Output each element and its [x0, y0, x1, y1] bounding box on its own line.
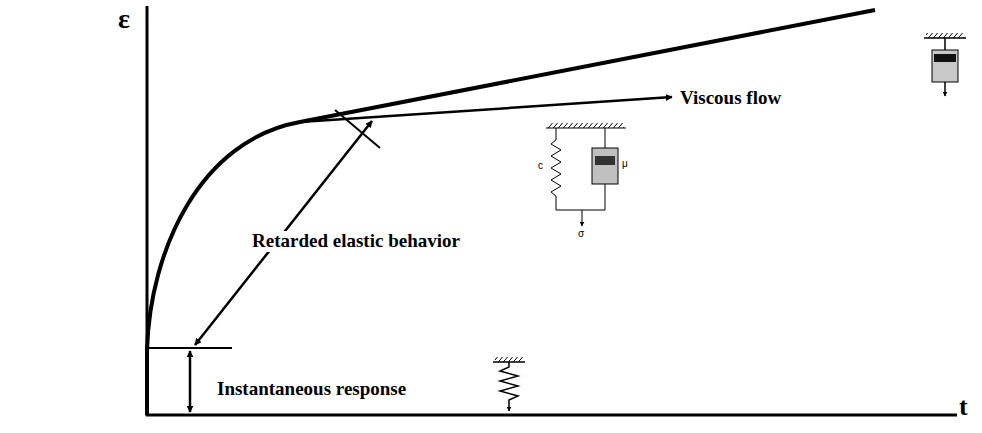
flow-arrow	[300, 97, 672, 122]
dimension-arrow	[189, 351, 192, 412]
region-label: Instantaneous response	[215, 379, 408, 400]
tick-line	[335, 110, 380, 148]
symbol-label: c	[538, 160, 543, 171]
time-axis	[146, 414, 968, 417]
kelvin-symbol	[546, 123, 626, 226]
creep-curve	[147, 10, 875, 415]
axis-label: ε	[116, 4, 132, 35]
symbol-label: μ	[622, 158, 628, 169]
axis-label: t	[957, 393, 970, 422]
tick-line	[147, 347, 232, 349]
spring-symbol	[493, 357, 525, 411]
dashpot-symbol	[924, 33, 966, 96]
region-label: Viscous flow	[678, 88, 783, 109]
region-label: Retarded elastic behavior	[250, 231, 462, 252]
symbol-label: σ	[578, 228, 584, 239]
